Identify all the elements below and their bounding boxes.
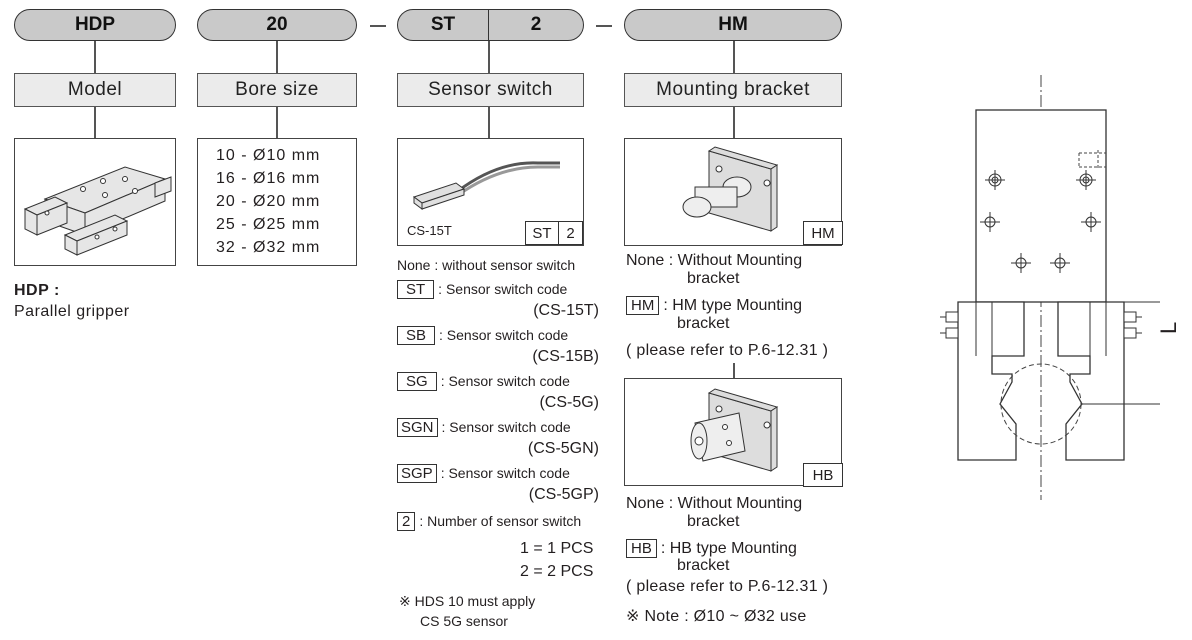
sensor-option: SB: Sensor switch code (CS-15B) (397, 326, 607, 370)
bracket-code-pill: HM (624, 9, 842, 41)
separator-dash (370, 25, 386, 27)
hb-option-row: HB: HB type Mounting (626, 539, 797, 558)
hb-refer-text: ( please refer to P.6-12.31 ) (626, 578, 829, 595)
sensor-image-caption: CS-15T (407, 223, 452, 238)
sensor-option-model: (CS-5GN) (527, 440, 599, 457)
separator-dash (596, 25, 612, 27)
sensor-option-code: SG (397, 372, 437, 391)
model-code-text: HDP : (14, 282, 60, 299)
hm-option-row: HM: HM type Mounting (626, 296, 802, 315)
sensor-option-model: (CS-15T) (533, 302, 599, 319)
sensor-option-model: (CS-5G) (539, 394, 599, 411)
sensor-option-model: (CS-15B) (532, 348, 599, 365)
sensor-count-text: : Number of sensor switch (419, 513, 582, 529)
sensor-image-box: CS-15T ST 2 (397, 138, 584, 246)
sensor-count-code: 2 (397, 512, 416, 531)
hb-option-code: HB (626, 539, 657, 558)
model-description: Parallel gripper (14, 303, 130, 320)
hm-none-text: None : Without Mounting (626, 252, 803, 269)
connector-line (733, 41, 735, 73)
bracket-note: ※ Note : Ø10 ~ Ø32 use (626, 608, 807, 625)
hb-bracket-illustration (690, 388, 779, 472)
sensor-option-code: SGP (397, 464, 437, 483)
sensor-switch-illustration (412, 161, 560, 210)
connector-line (276, 107, 278, 138)
hb-none-text: None : Without Mounting (626, 495, 803, 512)
sensor-none-text: None : without sensor switch (397, 257, 576, 273)
sensor-type-code: ST (398, 10, 489, 40)
sensor-option-text: : Sensor switch code (440, 373, 570, 389)
bore-code-pill: 20 (197, 9, 357, 41)
sensor-option: ST: Sensor switch code (CS-15T) (397, 280, 607, 324)
bore-size-list: 10 - Ø10 mm 16 - Ø16 mm 20 - Ø20 mm 25 -… (197, 138, 357, 266)
bore-size-item: 20 - Ø20 mm (216, 193, 321, 210)
hm-bracket-image-box: HM (624, 138, 843, 246)
connector-line (276, 41, 278, 73)
bore-size-item: 10 - Ø10 mm (216, 147, 321, 164)
hm-option-text: : HM type Mounting (663, 297, 803, 314)
hm-image-tag: HM (803, 221, 843, 245)
hb-none-text: bracket (687, 513, 740, 530)
sensor-code-pill: ST 2 (397, 9, 584, 41)
gripper-image-box (14, 138, 176, 266)
hb-option-text: bracket (677, 557, 730, 574)
hm-refer-text: ( please refer to P.6-12.31 ) (626, 342, 829, 359)
sensor-option-code: ST (397, 280, 435, 299)
bore-size-item: 25 - Ø25 mm (216, 216, 321, 233)
sensor-note: CS 5G sensor (420, 613, 508, 629)
parallel-gripper-illustration (23, 166, 172, 256)
bore-size-label: Bore size (197, 73, 357, 107)
connector-line (733, 363, 735, 378)
connector-line (488, 41, 490, 73)
bore-size-item: 16 - Ø16 mm (216, 170, 321, 187)
sensor-option-text: : Sensor switch code (438, 281, 568, 297)
hm-bracket-illustration (682, 146, 779, 232)
hm-option-text: bracket (677, 315, 730, 332)
hb-image-tag: HB (803, 463, 843, 487)
sensor-option: SGN: Sensor switch code (CS-5GN) (397, 418, 607, 462)
connector-line (94, 41, 96, 73)
sensor-option-text: : Sensor switch code (439, 327, 569, 343)
hb-bracket-image-box: HB (624, 378, 843, 487)
sensor-option-code: SGN (397, 418, 438, 437)
gripper-technical-drawing: L (930, 70, 1192, 510)
sensor-option-text: : Sensor switch code (441, 419, 571, 435)
bore-size-item: 32 - Ø32 mm (216, 239, 321, 256)
model-code-pill: HDP (14, 9, 176, 41)
hb-option-text: : HB type Mounting (660, 540, 797, 557)
sensor-count-value: 2 = 2 PCS (520, 563, 594, 580)
sensor-image-tag-count: 2 (558, 221, 583, 245)
sensor-count-value: 1 = 1 PCS (520, 540, 594, 557)
sensor-note: ※ HDS 10 must apply (399, 593, 536, 609)
hm-none-text: bracket (687, 270, 740, 287)
sensor-image-tag-type: ST (525, 221, 559, 245)
sensor-option: SG: Sensor switch code (CS-5G) (397, 372, 607, 416)
sensor-option-text: : Sensor switch code (440, 465, 570, 481)
sensor-count-code: 2 (530, 14, 542, 35)
sensor-option-model: (CS-5GP) (528, 486, 599, 503)
sensor-option: SGP: Sensor switch code (CS-5GP) (397, 464, 607, 508)
dimension-label: L (1156, 321, 1181, 334)
connector-line (488, 107, 490, 138)
model-label: Model (14, 73, 176, 107)
connector-line (94, 107, 96, 138)
mounting-bracket-label: Mounting bracket (624, 73, 842, 107)
hm-option-code: HM (626, 296, 660, 315)
sensor-switch-label: Sensor switch (397, 73, 584, 107)
sensor-option-code: SB (397, 326, 436, 345)
sensor-count-row: 2: Number of sensor switch (397, 512, 581, 531)
connector-line (733, 107, 735, 138)
